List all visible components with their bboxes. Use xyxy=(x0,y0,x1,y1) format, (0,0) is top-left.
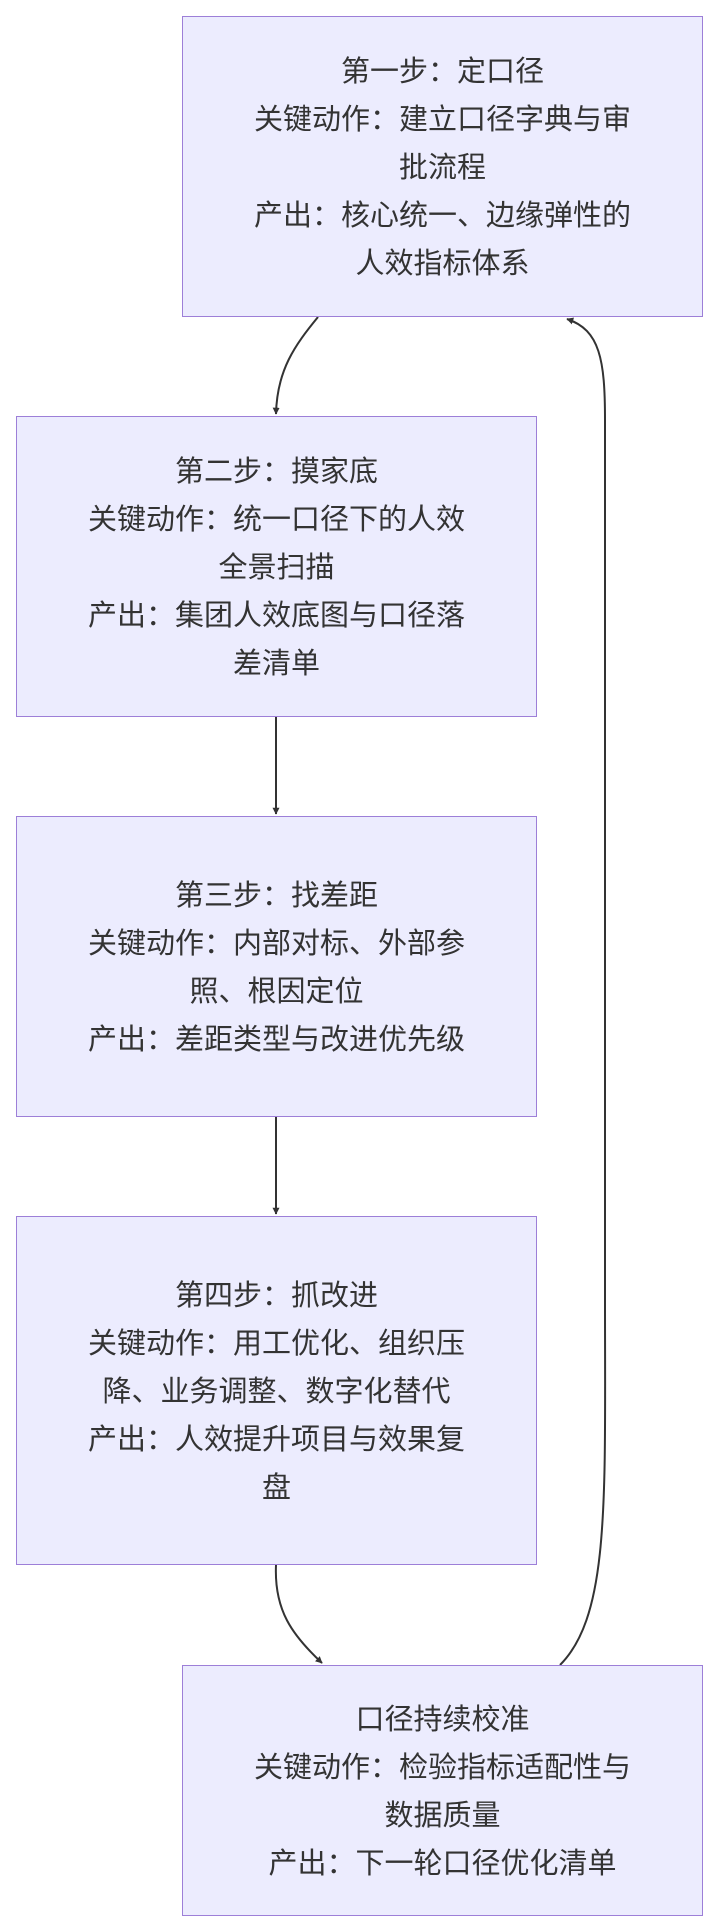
node-step3-action: 关键动作：内部对标、外部参照、根因定位 xyxy=(87,925,465,1008)
node-step2-title: 第二步：摸家底 xyxy=(174,453,378,488)
node-calibration: 口径持续校准 关键动作：检验指标适配性与数据质量 产出：下一轮口径优化清单 xyxy=(182,1665,703,1916)
node-step3-text: 第三步：找差距 关键动作：内部对标、外部参照、根因定位 产出：差距类型与改进优先… xyxy=(82,871,472,1063)
node-step4-output: 产出：人效提升项目与效果复盘 xyxy=(87,1421,465,1504)
node-step4-action: 关键动作：用工优化、组织压降、业务调整、数字化替代 xyxy=(87,1325,465,1408)
node-step1-text: 第一步：定口径 关键动作：建立口径字典与审批流程 产出：核心统一、边缘弹性的人效… xyxy=(248,47,638,287)
node-step2: 第二步：摸家底 关键动作：统一口径下的人效全景扫描 产出：集团人效底图与口径落差… xyxy=(16,416,537,717)
node-calibration-text: 口径持续校准 关键动作：检验指标适配性与数据质量 产出：下一轮口径优化清单 xyxy=(248,1695,638,1887)
edge-calibration-to-step1 xyxy=(559,317,607,1666)
node-step4-text: 第四步：抓改进 关键动作：用工优化、组织压降、业务调整、数字化替代 产出：人效提… xyxy=(82,1271,472,1511)
node-step1-title: 第一步：定口径 xyxy=(340,53,544,88)
node-step3: 第三步：找差距 关键动作：内部对标、外部参照、根因定位 产出：差距类型与改进优先… xyxy=(16,816,537,1117)
node-step1-output: 产出：核心统一、边缘弹性的人效指标体系 xyxy=(253,197,631,280)
node-step2-action: 关键动作：统一口径下的人效全景扫描 xyxy=(87,501,465,584)
node-calibration-output: 产出：下一轮口径优化清单 xyxy=(268,1845,617,1880)
node-calibration-title: 口径持续校准 xyxy=(355,1701,530,1736)
node-step4: 第四步：抓改进 关键动作：用工优化、组织压降、业务调整、数字化替代 产出：人效提… xyxy=(16,1216,537,1565)
node-step4-title: 第四步：抓改进 xyxy=(174,1277,378,1312)
edge-step4-to-calibration xyxy=(274,1564,323,1664)
node-step2-output: 产出：集团人效底图与口径落差清单 xyxy=(87,597,465,680)
node-step1: 第一步：定口径 关键动作：建立口径字典与审批流程 产出：核心统一、边缘弹性的人效… xyxy=(182,16,703,317)
node-calibration-action: 关键动作：检验指标适配性与数据质量 xyxy=(253,1749,631,1832)
edge-step1-to-step2 xyxy=(272,316,319,415)
node-step1-action: 关键动作：建立口径字典与审批流程 xyxy=(253,101,631,184)
node-step3-title: 第三步：找差距 xyxy=(174,877,378,912)
node-step2-text: 第二步：摸家底 关键动作：统一口径下的人效全景扫描 产出：集团人效底图与口径落差… xyxy=(82,447,472,687)
node-step3-output: 产出：差距类型与改进优先级 xyxy=(87,1021,465,1056)
